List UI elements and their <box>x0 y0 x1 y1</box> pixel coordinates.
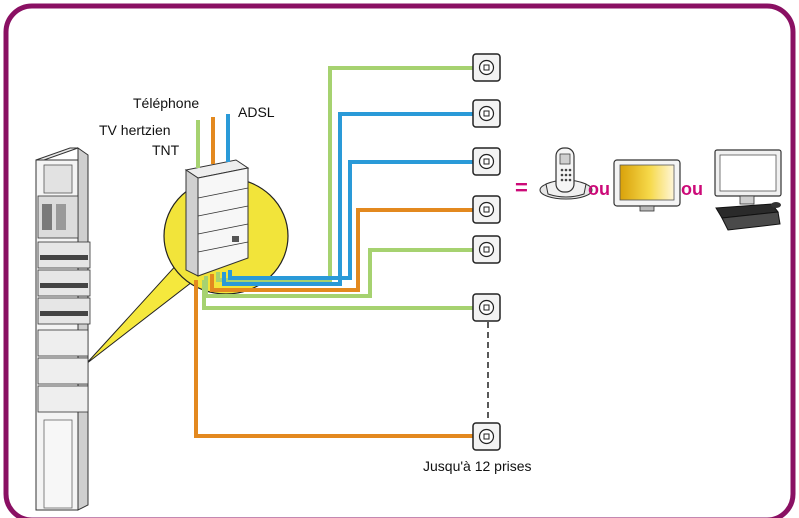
outlets-note: Jusqu'à 12 prises <box>423 458 532 474</box>
wall-outlet-icon <box>472 53 501 82</box>
wall-outlet-icon <box>472 422 501 451</box>
wall-outlet-icon <box>472 195 501 224</box>
cable-outlet-3 <box>228 160 473 280</box>
tv-screen-icon <box>613 159 681 212</box>
desktop-computer-icon <box>714 149 782 231</box>
wall-outlet-icon <box>472 235 501 264</box>
frame-border <box>3 3 796 518</box>
equals-sign: = <box>515 175 528 200</box>
label-adsl: ADSL <box>238 104 275 120</box>
electrical-panel-icon <box>35 147 91 511</box>
or-label-2: ou <box>681 179 703 199</box>
wall-outlet-icon <box>472 147 501 176</box>
cable-outlet-6 <box>202 280 473 310</box>
label-tnt: TNT <box>152 142 180 158</box>
or-label-1: ou <box>588 179 610 199</box>
cable-outlet-7 <box>194 280 473 438</box>
wall-outlet-icon <box>472 293 501 322</box>
distribution-box-icon <box>184 159 250 277</box>
label-telephone: Téléphone <box>133 95 200 111</box>
cable-outlet-2 <box>222 112 473 286</box>
cordless-phone-icon <box>539 147 593 200</box>
wall-outlet-icon <box>472 99 501 128</box>
label-tv-hertzien: TV hertzien <box>99 122 171 138</box>
cable-outlet-4 <box>210 208 473 292</box>
